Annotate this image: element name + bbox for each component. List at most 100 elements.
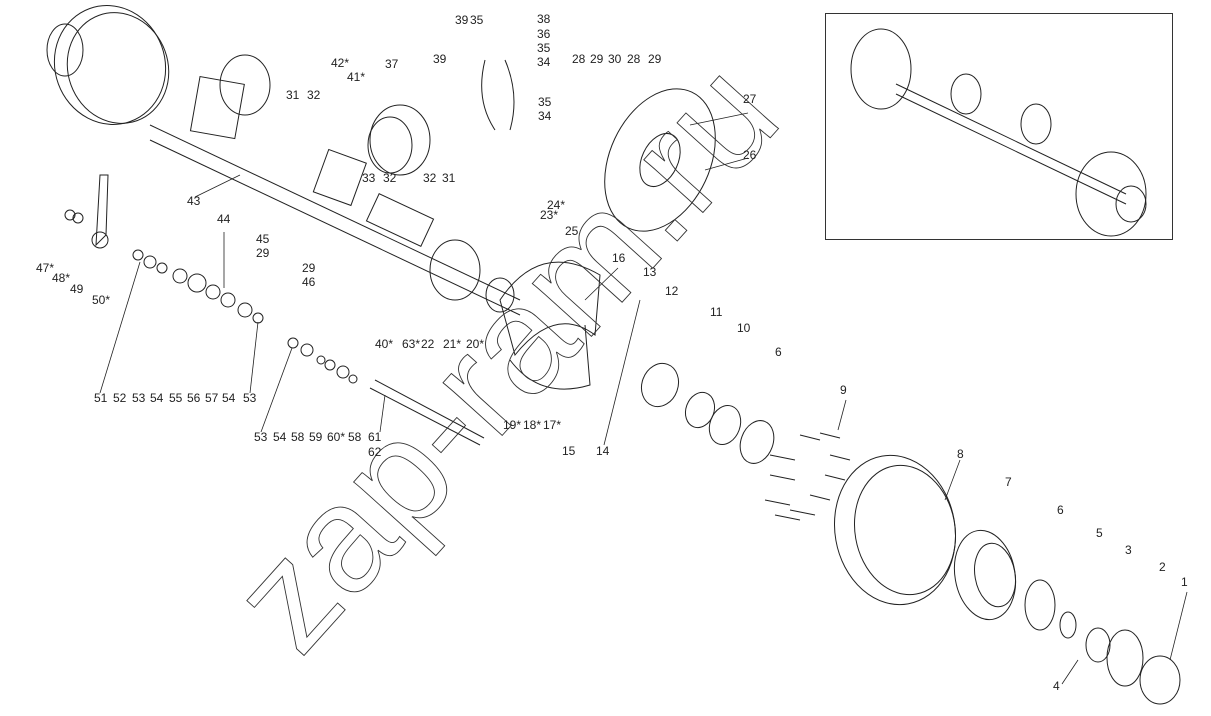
callout-label: 3 bbox=[1125, 543, 1132, 557]
callout-label: 17* bbox=[543, 418, 562, 432]
callout-label: 2 bbox=[1159, 560, 1166, 574]
callout-label: 63* bbox=[402, 337, 421, 351]
callout-label: 29 bbox=[256, 246, 270, 260]
callout-label: 58 bbox=[291, 430, 305, 444]
callout-label: 34 bbox=[538, 109, 552, 123]
callout-label: 25 bbox=[565, 224, 579, 238]
callout-label: 58 bbox=[348, 430, 362, 444]
callout-label: 39 bbox=[455, 13, 469, 27]
callout-label: 15 bbox=[562, 444, 576, 458]
callout-label: 20* bbox=[466, 337, 485, 351]
callout-label: 56 bbox=[187, 391, 201, 405]
seal bbox=[640, 362, 680, 408]
ring bbox=[708, 405, 742, 445]
callout-label: 49 bbox=[70, 282, 84, 296]
callout-label: 21* bbox=[443, 337, 462, 351]
callout-label: 53 bbox=[254, 430, 268, 444]
callout-label: 36 bbox=[537, 27, 551, 41]
callout-label: 52 bbox=[113, 391, 127, 405]
callout-label: 31 bbox=[442, 171, 456, 185]
callout-label: 29 bbox=[590, 52, 604, 66]
leader-lines bbox=[99, 112, 1188, 685]
washer bbox=[1059, 611, 1077, 639]
callout-label: 7 bbox=[1005, 475, 1012, 489]
assembled-axle-inset bbox=[825, 13, 1173, 240]
callout-label: 31 bbox=[286, 88, 300, 102]
callout-label: 4 bbox=[1053, 679, 1060, 693]
callout-label: 16 bbox=[612, 251, 626, 265]
callout-label: 54 bbox=[222, 391, 236, 405]
callout-label: 32 bbox=[383, 171, 397, 185]
hub-nut bbox=[1085, 627, 1111, 663]
callout-label: 28 bbox=[572, 52, 586, 66]
left-brake-drum bbox=[46, 5, 170, 125]
callout-label: 57 bbox=[205, 391, 219, 405]
callout-label: 32 bbox=[423, 171, 437, 185]
callout-label: 5 bbox=[1096, 526, 1103, 540]
callout-label: 51 bbox=[94, 391, 108, 405]
callout-label: 38 bbox=[537, 12, 551, 26]
callout-label: 12 bbox=[665, 284, 679, 298]
dust-shield bbox=[604, 88, 716, 232]
callout-label: 14 bbox=[596, 444, 610, 458]
assembled-axle-drawing bbox=[850, 28, 1147, 237]
callout-label: 60* bbox=[327, 430, 346, 444]
o-ring bbox=[1106, 629, 1144, 687]
callout-label: 1 bbox=[1181, 575, 1188, 589]
watermark-text: zap-ram.ru bbox=[199, 30, 809, 681]
callout-label: 28 bbox=[627, 52, 641, 66]
axle-beam bbox=[149, 54, 521, 316]
callout-label: 9 bbox=[840, 383, 847, 397]
camshaft bbox=[369, 379, 485, 446]
wheel-bolts bbox=[764, 432, 851, 521]
callout-label: 43 bbox=[187, 194, 201, 208]
callout-label: 48* bbox=[52, 271, 71, 285]
callout-label: 29 bbox=[648, 52, 662, 66]
callout-label: 24* bbox=[547, 198, 566, 212]
callout-label: 47* bbox=[36, 261, 55, 275]
callout-label: 18* bbox=[523, 418, 542, 432]
callout-label: 10 bbox=[737, 321, 751, 335]
callout-label: 55 bbox=[169, 391, 183, 405]
callout-label: 11 bbox=[710, 305, 723, 319]
callout-label: 50* bbox=[92, 293, 111, 307]
callout-label: 13 bbox=[643, 265, 657, 279]
callout-label: 53 bbox=[132, 391, 146, 405]
callout-label: 35 bbox=[538, 95, 552, 109]
callout-label: 62 bbox=[368, 445, 382, 459]
callout-label: 30 bbox=[608, 52, 622, 66]
outer-bearing bbox=[1024, 579, 1056, 631]
callout-label: 46 bbox=[302, 275, 316, 289]
callout-label: 8 bbox=[957, 447, 964, 461]
hub-cap bbox=[1139, 655, 1181, 705]
callout-label: 35 bbox=[537, 41, 551, 55]
brake-shoes bbox=[499, 261, 601, 390]
right-brake-drum bbox=[833, 454, 957, 606]
callout-label: 23* bbox=[540, 208, 559, 222]
callout-label: 29 bbox=[302, 261, 316, 275]
callout-label: 45 bbox=[256, 232, 270, 246]
wheel-hub bbox=[953, 529, 1017, 621]
callout-label: 19* bbox=[503, 418, 522, 432]
inner-bearing bbox=[739, 420, 775, 464]
callout-label: 54 bbox=[273, 430, 287, 444]
callout-label: 44 bbox=[217, 212, 231, 226]
callout-label: 32 bbox=[307, 88, 321, 102]
callout-label: 22 bbox=[421, 337, 435, 351]
callout-label: 37 bbox=[385, 57, 399, 71]
callout-label: 59 bbox=[309, 430, 323, 444]
callout-label: 42* bbox=[331, 56, 350, 70]
callout-label: 33 bbox=[362, 171, 376, 185]
callout-label: 39 bbox=[433, 52, 447, 66]
callout-label: 6 bbox=[1057, 503, 1064, 517]
callout-label: 54 bbox=[150, 391, 164, 405]
callout-label: 35 bbox=[470, 13, 484, 27]
callout-label: 34 bbox=[537, 55, 551, 69]
clamp-band bbox=[481, 59, 515, 131]
callout-label: 40* bbox=[375, 337, 394, 351]
callout-label: 53 bbox=[243, 391, 257, 405]
callout-label: 61 bbox=[368, 430, 382, 444]
callout-label: 27 bbox=[743, 92, 757, 106]
